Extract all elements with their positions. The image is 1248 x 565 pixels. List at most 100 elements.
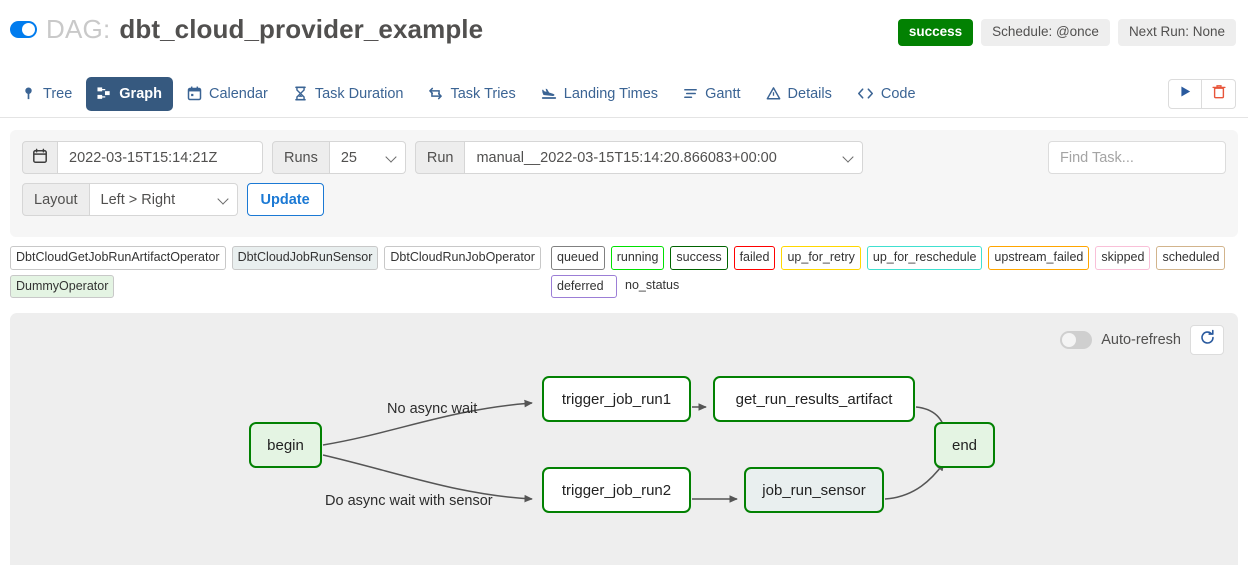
status-chip-up-for-retry[interactable]: up_for_retry xyxy=(781,246,861,270)
tab-label: Gantt xyxy=(705,85,741,102)
filter-toolbar: 2022-03-15T15:14:21Z Runs 25 Run manual_… xyxy=(10,130,1238,237)
auto-refresh-controls: Auto-refresh xyxy=(1060,325,1224,355)
node-label: trigger_job_run1 xyxy=(561,390,672,408)
landing-icon xyxy=(541,86,557,101)
tab-label: Code xyxy=(880,85,916,102)
status-chip-queued[interactable]: queued xyxy=(551,246,605,270)
node-label: trigger_job_run2 xyxy=(561,481,672,499)
warning-triangle-icon xyxy=(766,86,781,101)
tab-label: Task Tries xyxy=(450,85,516,102)
auto-refresh-toggle[interactable] xyxy=(1060,331,1093,349)
node-label: end xyxy=(951,436,978,454)
runs-group: Runs 25 xyxy=(272,141,406,174)
page-title: dbt_cloud_provider_example xyxy=(119,14,484,44)
graph-edges xyxy=(322,399,949,503)
status-legend: queued running success failed up_for_ret… xyxy=(551,246,1242,303)
legend-area: DbtCloudGetJobRunArtifactOperator DbtClo… xyxy=(0,237,1248,309)
status-chip-success[interactable]: success xyxy=(670,246,728,270)
runs-label: Runs xyxy=(272,141,330,174)
tab-task-duration[interactable]: Task Duration xyxy=(282,77,415,111)
refresh-button[interactable] xyxy=(1190,325,1224,355)
status-chip-upstream-failed[interactable]: upstream_failed xyxy=(988,246,1090,270)
calendar-picker-button[interactable] xyxy=(22,141,58,174)
schedule-badge: Schedule: @once xyxy=(981,19,1110,46)
tab-gantt[interactable]: Gantt xyxy=(672,77,751,111)
layout-label: Layout xyxy=(22,183,90,216)
tab-label: Calendar xyxy=(208,85,268,102)
code-icon xyxy=(857,86,874,101)
status-chip-deferred[interactable]: deferred xyxy=(551,274,617,298)
tab-label: Graph xyxy=(119,85,162,102)
edge-begin-to-trigger1 xyxy=(322,399,533,446)
tab-landing-times[interactable]: Landing Times xyxy=(530,77,669,111)
dag-nav-tabs: Tree Graph Calendar xyxy=(0,70,1248,118)
operator-chip[interactable]: DbtCloudGetJobRunArtifactOperator xyxy=(10,246,226,270)
node-label: begin xyxy=(267,436,304,454)
base-date-group: 2022-03-15T15:14:21Z xyxy=(22,141,263,174)
task-node-end[interactable]: end xyxy=(934,422,995,468)
edge-label-do-async-wait: Do async wait with sensor xyxy=(325,493,493,509)
tab-label: Details xyxy=(787,85,832,102)
tab-details[interactable]: Details xyxy=(755,77,843,111)
calendar-icon xyxy=(187,86,202,101)
status-chip-skipped[interactable]: skipped xyxy=(1095,246,1151,270)
run-group: Run manual__2022-03-15T15:14:20.866083+0… xyxy=(414,141,864,174)
retry-icon xyxy=(428,86,443,101)
layout-group: Layout Left > Right xyxy=(22,183,238,216)
status-badge: success xyxy=(897,19,974,46)
status-chip-failed[interactable]: failed xyxy=(733,246,776,270)
tab-label: Task Duration xyxy=(314,85,404,102)
dag-pause-toggle[interactable] xyxy=(10,21,37,38)
tab-code[interactable]: Code xyxy=(846,77,927,111)
edge-label-no-async-wait: No async wait xyxy=(387,401,478,417)
search-input[interactable] xyxy=(1048,141,1226,174)
page-header: DAG: dbt_cloud_provider_example success … xyxy=(0,0,1248,70)
layout-select[interactable]: Left > Right xyxy=(89,183,238,216)
tab-label: Landing Times xyxy=(563,85,659,102)
operator-legend: DbtCloudGetJobRunArtifactOperator DbtClo… xyxy=(6,246,551,303)
tree-icon xyxy=(21,86,36,101)
operator-chip[interactable]: DbtCloudRunJobOperator xyxy=(384,246,541,270)
status-chip-no-status[interactable]: no_status xyxy=(625,277,680,292)
graph-icon xyxy=(97,86,112,101)
auto-refresh-label: Auto-refresh xyxy=(1101,332,1181,348)
edge-begin-to-trigger2 xyxy=(322,454,533,503)
task-node-get-run-results-artifact[interactable]: get_run_results_artifact xyxy=(713,376,915,422)
operator-chip[interactable]: DummyOperator xyxy=(10,274,115,298)
next-run-badge: Next Run: None xyxy=(1117,19,1236,46)
task-node-begin[interactable]: begin xyxy=(249,422,322,468)
tab-label: Tree xyxy=(43,85,73,102)
dag-graph-canvas: Auto-refresh begin tri xyxy=(10,313,1238,565)
update-button[interactable]: Update xyxy=(246,183,324,216)
status-chip-running[interactable]: running xyxy=(610,246,665,270)
edge-sensor-to-end xyxy=(884,462,945,500)
node-label: get_run_results_artifact xyxy=(735,390,893,408)
trash-icon xyxy=(1211,84,1226,104)
task-node-job-run-sensor[interactable]: job_run_sensor xyxy=(744,467,884,513)
tab-task-tries[interactable]: Task Tries xyxy=(417,77,526,111)
operator-chip[interactable]: DbtCloudJobRunSensor xyxy=(231,246,379,270)
task-node-trigger-job-run1[interactable]: trigger_job_run1 xyxy=(542,376,691,422)
header-badge-group: success Schedule: @once Next Run: None xyxy=(897,19,1236,46)
filter-row-primary: 2022-03-15T15:14:21Z Runs 25 Run manual_… xyxy=(22,141,1226,174)
play-icon xyxy=(1179,85,1192,103)
refresh-icon xyxy=(1199,329,1216,351)
gantt-icon xyxy=(683,86,698,101)
trigger-dag-button[interactable] xyxy=(1168,78,1202,109)
run-id-select[interactable]: manual__2022-03-15T15:14:20.866083+00:00 xyxy=(465,141,864,174)
status-chip-scheduled[interactable]: scheduled xyxy=(1156,246,1226,270)
base-date-input[interactable]: 2022-03-15T15:14:21Z xyxy=(58,141,263,174)
dag-prefix-label: DAG: xyxy=(46,14,111,44)
num-runs-select[interactable]: 25 xyxy=(329,141,406,174)
status-chip-up-for-reschedule[interactable]: up_for_reschedule xyxy=(866,246,983,270)
task-node-trigger-job-run2[interactable]: trigger_job_run2 xyxy=(542,467,691,513)
node-label: job_run_sensor xyxy=(762,481,866,499)
tab-calendar[interactable]: Calendar xyxy=(176,77,279,111)
dag-action-buttons xyxy=(1168,78,1236,109)
tab-tree[interactable]: Tree xyxy=(10,77,83,111)
tab-graph[interactable]: Graph xyxy=(86,76,173,111)
run-label: Run xyxy=(414,141,466,174)
delete-dag-button[interactable] xyxy=(1202,78,1236,109)
dag-title-row: DAG: dbt_cloud_provider_example xyxy=(10,14,1232,45)
filter-row-layout: Layout Left > Right Update xyxy=(22,183,1226,216)
